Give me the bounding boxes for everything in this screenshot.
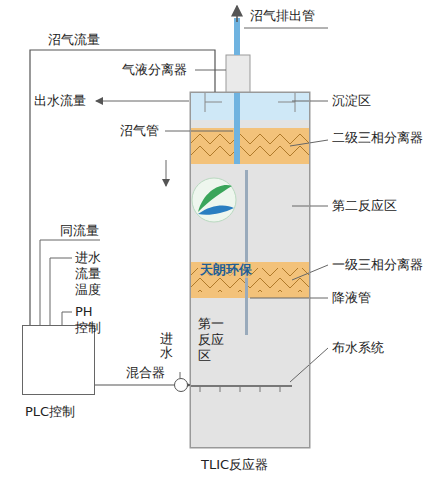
part-label: 第一 反应区 [198, 316, 232, 364]
signal-line [30, 50, 215, 325]
node-label: PLC控制 [25, 404, 75, 420]
plc-box: PLC控制 [22, 325, 95, 395]
part-label: 出水流量 [34, 93, 86, 109]
part-label: 气液分离器 [122, 62, 187, 78]
part-label: 一级三相分离器 [332, 257, 423, 273]
signal-line [95, 384, 174, 385]
watermark: 天朗环保 [200, 262, 252, 278]
mixer-circle: 混合器 [174, 378, 188, 392]
node-label: 混合器 [126, 365, 165, 381]
part-label: 沼气排出管 [250, 8, 315, 24]
part-label: 二级三相分离器 [332, 130, 423, 146]
part-label: 进水 流量 温度 [75, 250, 104, 298]
part-label: 沉淀区 [332, 93, 371, 109]
part-label: 同流量 [60, 223, 99, 239]
part-label: PH 控制 [75, 304, 104, 336]
part-label: 沼气流量 [48, 32, 100, 48]
part-label: 第二反应区 [332, 198, 397, 214]
part-label: 沼气管 [120, 123, 159, 139]
node-label: TLIC反应器 [201, 457, 268, 473]
part-label: 降液管 [332, 290, 371, 306]
part-label: 进水 [160, 332, 173, 361]
part-label: 布水系统 [332, 340, 384, 356]
